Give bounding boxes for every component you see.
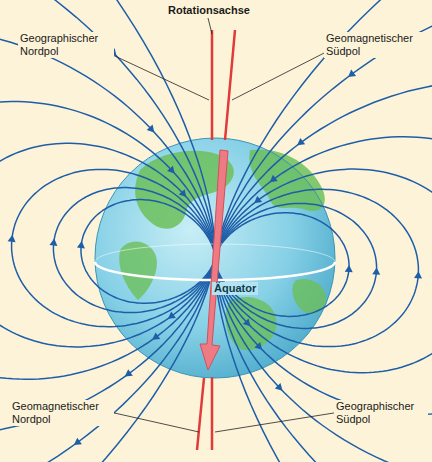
field-line [12, 169, 215, 326]
field-arrow [49, 238, 57, 245]
field-arrow [167, 166, 175, 174]
field-line [0, 0, 215, 462]
field-arrow [270, 175, 278, 182]
bar-magnet-arrow [200, 150, 228, 370]
axes [197, 30, 235, 450]
field-arrow [254, 342, 262, 350]
field-arrow [74, 438, 82, 445]
equator-label: Äquator [212, 282, 258, 295]
pole-label: Geographischer Nordpol [18, 32, 114, 58]
field-arrow [152, 332, 160, 339]
pole-label: Rotationsachse [152, 4, 266, 17]
field-arrow [275, 383, 283, 391]
leader-lines [102, 18, 340, 432]
field-line [0, 29, 215, 436]
field-line [0, 102, 215, 380]
globe [95, 138, 335, 378]
field-line [215, 203, 377, 328]
field-arrow [179, 189, 187, 197]
field-line [215, 189, 418, 346]
field-arrow [125, 369, 133, 376]
field-line [53, 188, 215, 313]
pole-label: Geomagnetischer Südpol [324, 32, 428, 58]
field-arrow [168, 311, 176, 318]
field-line [215, 80, 432, 462]
field-arrow [297, 138, 305, 145]
field-arrow [77, 241, 85, 248]
field-line [0, 0, 215, 462]
field-arrow [414, 271, 422, 278]
field-arrow [243, 318, 251, 326]
field-arrow [147, 125, 155, 133]
rotation-axis [211, 30, 214, 140]
field-arrow [254, 196, 262, 203]
field-line [215, 0, 432, 462]
rotation-axis [211, 377, 214, 450]
field-line [215, 0, 432, 462]
field-arrow [345, 265, 353, 272]
field-arrow [348, 70, 356, 77]
pole-label: Geographischer Südpol [334, 400, 428, 426]
magnetic-axis [197, 378, 204, 450]
field-arrow [8, 235, 16, 242]
field-line [215, 137, 432, 415]
pole-label: Geomagnetischer Nordpol [10, 400, 114, 426]
magnetic-axis [225, 30, 235, 140]
field-arrow [372, 268, 380, 275]
